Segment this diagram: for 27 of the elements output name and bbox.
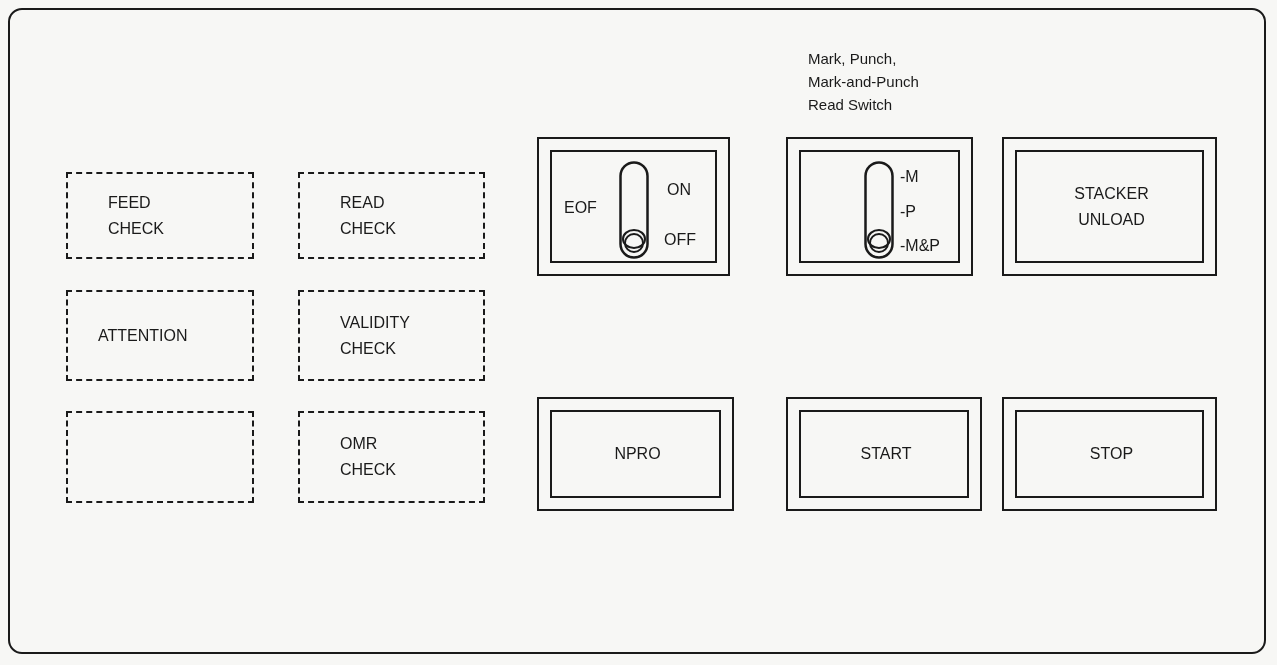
- push-button: [1002, 137, 1217, 276]
- indicator-lamp: [66, 411, 254, 503]
- indicator-label: FEED CHECK: [108, 192, 165, 239]
- indicator-lamp: [298, 411, 485, 503]
- button-label: NPRO: [613, 444, 662, 464]
- indicator-label: VALIDITY CHECK: [340, 312, 411, 359]
- switch-position-label: OFF: [664, 230, 696, 250]
- indicator-lamp: [66, 290, 254, 381]
- push-button: [537, 397, 734, 511]
- switch-position-label: -M&P: [900, 236, 940, 256]
- indicator-label: READ CHECK: [340, 192, 397, 239]
- button-label: STOP: [1088, 444, 1135, 464]
- indicator-lamp: [298, 290, 485, 381]
- switch-position-label: -M: [900, 167, 919, 187]
- indicator-lamp: [298, 172, 485, 259]
- button-label: STACKER UNLOAD: [1073, 183, 1150, 230]
- switch-label: EOF: [564, 198, 597, 218]
- switch-panel: [537, 137, 730, 276]
- indicator-label: OMR CHECK: [340, 434, 397, 480]
- switch-caption: Mark, Punch, Mark-and-Punch Read Switch: [808, 49, 920, 115]
- switch-position-label: ON: [667, 180, 691, 200]
- push-button: [1002, 397, 1217, 511]
- push-button: [786, 397, 982, 511]
- indicator-lamp: [66, 172, 254, 259]
- switch-position-label: -P: [900, 202, 916, 222]
- button-label: START: [859, 444, 913, 464]
- indicator-label: ATTENTION: [98, 325, 189, 346]
